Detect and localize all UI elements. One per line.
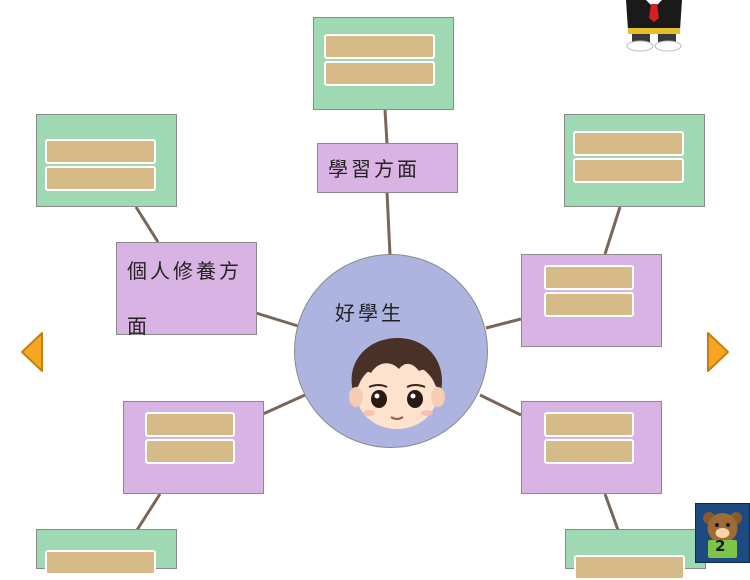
answer-slot[interactable] xyxy=(324,34,435,59)
connector-center-right-upper xyxy=(485,317,522,330)
connector-center-study xyxy=(385,191,392,256)
book-badge-number: 2 xyxy=(715,537,726,555)
study-detail-box xyxy=(313,17,454,110)
connector-left-bottomleft xyxy=(135,493,162,531)
personal-aspect-box: 個人修養方 面 xyxy=(116,242,257,338)
right-aspect-box-lower xyxy=(521,401,662,494)
previous-page-arrow-icon[interactable] xyxy=(18,330,46,374)
personal-aspect-label-line1: 個人修養方 xyxy=(127,259,242,283)
answer-slot[interactable] xyxy=(145,439,235,464)
connector-right-bottomright xyxy=(603,493,620,531)
connector-center-left-lower xyxy=(262,393,306,416)
center-topic-circle: 好學生 xyxy=(294,254,488,448)
answer-slot[interactable] xyxy=(45,139,156,164)
study-aspect-box: 學習方面 xyxy=(317,143,458,193)
bottom-left-detail-box xyxy=(36,529,177,575)
bear-icon xyxy=(703,512,742,558)
personal-aspect-label-line2: 面 xyxy=(127,314,150,338)
answer-slot[interactable] xyxy=(573,158,684,183)
connector-center-right-lower xyxy=(479,393,522,417)
connector-center-personal xyxy=(255,311,299,328)
left-aspect-box-lower xyxy=(123,401,264,494)
bottom-right-detail-box xyxy=(565,529,706,580)
right-detail-box xyxy=(564,114,705,207)
answer-slot[interactable] xyxy=(544,439,634,464)
connector-lines xyxy=(134,109,622,531)
answer-slot[interactable] xyxy=(45,166,156,191)
answer-slot[interactable] xyxy=(573,131,684,156)
answer-slot[interactable] xyxy=(145,412,235,437)
next-page-arrow-icon[interactable] xyxy=(704,330,732,374)
connector-right-topright xyxy=(603,206,622,255)
answer-slot[interactable] xyxy=(544,265,634,290)
center-topic-label: 好學生 xyxy=(335,301,404,325)
book-badge-button[interactable]: 2 xyxy=(695,503,750,563)
connector-personal-topleft xyxy=(134,206,160,243)
connector-study-top xyxy=(383,109,389,144)
answer-slot[interactable] xyxy=(574,555,685,580)
boy-face-icon xyxy=(349,337,445,429)
answer-slot[interactable] xyxy=(544,412,634,437)
right-aspect-box-upper xyxy=(521,254,662,347)
answer-slot[interactable] xyxy=(544,292,634,317)
student-character-icon xyxy=(626,0,682,52)
personal-detail-box xyxy=(36,114,177,207)
answer-slot[interactable] xyxy=(324,61,435,86)
study-aspect-label: 學習方面 xyxy=(328,157,420,181)
